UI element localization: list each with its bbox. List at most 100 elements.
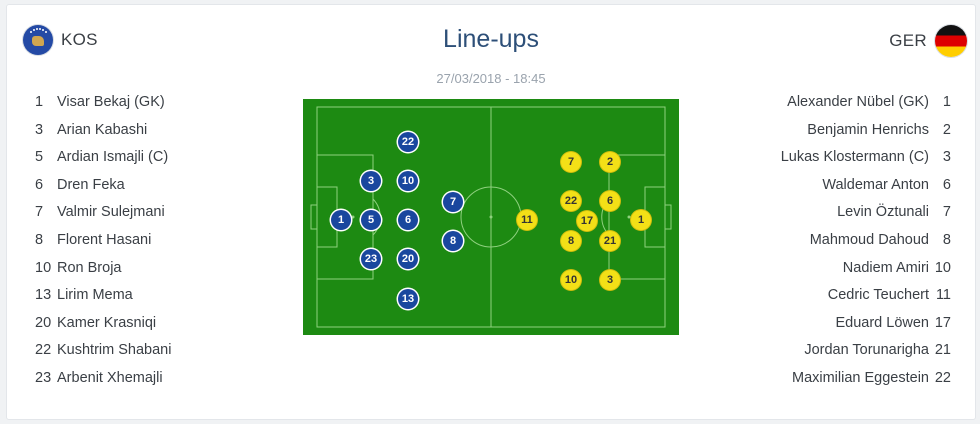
away-player-row[interactable]: Cedric Teuchert 11 [691,282,951,310]
away-player-marker[interactable]: 6 [600,191,620,211]
player-number: 8 [35,231,44,248]
away-player-row[interactable]: Waldemar Anton 6 [691,172,951,200]
home-player-row[interactable]: 22 Kushtrim Shabani [35,337,275,365]
player-number: 7 [35,204,44,221]
home-lineup-list: 1 Visar Bekaj (GK) 3 Arian Kabashi 5 Ardian I… [35,89,275,393]
away-player-row[interactable]: Levin Öztunali 7 [691,199,951,227]
home-player-marker[interactable]: 22 [398,132,418,152]
player-name: Kamer Krasniqi [57,314,157,331]
lineups-card: KOS Line-ups 27/03/2018 - 18:45 GER 1 Vis… [6,4,976,420]
away-player-row[interactable]: Mahmoud Dahoud 8 [691,227,951,255]
player-number: 10 [934,259,951,276]
away-player-marker[interactable]: 10 [561,270,581,290]
player-number: 3 [942,149,951,166]
away-player-marker[interactable]: 8 [561,231,581,251]
home-player-marker[interactable]: 10 [398,171,418,191]
player-name: Valmir Sulejmani [57,204,165,221]
home-player-row[interactable]: 20 Kamer Krasniqi [35,310,275,338]
player-name: Dren Feka [57,176,125,193]
player-name: Benjamin Henrichs [807,121,929,138]
player-name: Lirim Mema [57,287,133,304]
home-player-row[interactable]: 3 Arian Kabashi [35,117,275,145]
kosovo-flag-icon [23,25,53,55]
away-player-row[interactable]: Eduard Löwen 17 [691,310,951,338]
home-player-row[interactable]: 6 Dren Feka [35,172,275,200]
away-player-row[interactable]: Alexander Nübel (GK) 1 [691,89,951,117]
player-name: Jordan Torunarigha [804,342,929,359]
away-player-marker[interactable]: 17 [577,211,597,231]
home-player-marker[interactable]: 6 [398,210,418,230]
home-player-row[interactable]: 7 Valmir Sulejmani [35,199,275,227]
away-player-marker[interactable]: 22 [561,191,581,211]
player-name: Alexander Nübel (GK) [787,94,929,110]
player-name: Eduard Löwen [835,314,929,331]
pitch-field [303,99,679,335]
player-number: 17 [934,314,951,331]
home-player-row[interactable]: 5 Ardian Ismajli (C) [35,144,275,172]
player-name: Ardian Ismajli (C) [57,149,169,166]
home-player-row[interactable]: 13 Lirim Mema [35,282,275,310]
home-team-header[interactable]: KOS [23,25,98,55]
player-number: 23 [35,369,52,386]
player-number: 20 [35,314,52,331]
home-player-marker[interactable]: 3 [361,171,381,191]
player-number: 22 [35,342,52,359]
player-name: Ron Broja [57,259,122,276]
home-player-marker[interactable]: 1 [331,210,351,230]
home-player-marker[interactable]: 13 [398,289,418,309]
away-player-marker[interactable]: 3 [600,270,620,290]
home-player-row[interactable]: 23 Arbenit Xhemajli [35,365,275,393]
match-datetime: 27/03/2018 - 18:45 [436,71,546,86]
away-player-row[interactable]: Benjamin Henrichs 2 [691,117,951,145]
away-player-row[interactable]: Nadiem Amiri 10 [691,255,951,283]
player-number: 3 [35,121,44,138]
player-name: Maximilian Eggestein [791,369,929,386]
home-player-marker[interactable]: 7 [443,192,463,212]
player-number: 13 [35,287,52,304]
player-number: 8 [942,231,951,248]
away-player-row[interactable]: Lukas Klostermann (C) 3 [691,144,951,172]
player-number: 21 [934,342,951,359]
away-player-marker[interactable]: 21 [600,231,620,251]
player-name: Kushtrim Shabani [57,342,172,359]
away-player-marker[interactable]: 2 [600,152,620,172]
player-name: Mahmoud Dahoud [809,231,929,248]
away-player-row[interactable]: Jordan Torunarigha 21 [691,337,951,365]
home-player-marker[interactable]: 23 [361,249,381,269]
away-player-row[interactable]: Maximilian Eggestein 22 [691,365,951,393]
player-number: 22 [934,369,951,386]
player-name: Visar Bekaj (GK) [57,94,165,110]
player-number: 10 [35,259,52,276]
away-player-marker[interactable]: 11 [517,210,537,230]
player-name: Levin Öztunali [837,204,929,221]
player-name: Cedric Teuchert [827,287,929,304]
player-name: Arian Kabashi [57,121,148,138]
home-player-marker[interactable]: 8 [443,231,463,251]
away-team-header[interactable]: GER [889,25,967,57]
germany-flag-icon [935,25,967,57]
home-player-row[interactable]: 1 Visar Bekaj (GK) [35,89,275,117]
player-number: 6 [35,176,44,193]
home-player-row[interactable]: 10 Ron Broja [35,255,275,283]
player-name: Arbenit Xhemajli [57,369,163,386]
away-player-marker[interactable]: 1 [631,210,651,230]
player-name: Lukas Klostermann (C) [780,149,929,166]
home-team-code: KOS [61,30,98,49]
page-title: Line-ups [443,25,539,53]
player-name: Waldemar Anton [822,176,929,193]
player-number: 2 [942,121,951,138]
player-number: 5 [35,149,44,166]
player-number: 7 [942,204,951,221]
away-player-marker[interactable]: 7 [561,152,581,172]
player-number: 6 [942,176,951,193]
player-number: 1 [35,94,44,110]
player-name: Nadiem Amiri [842,259,929,276]
away-team-code: GER [889,31,927,50]
player-number: 11 [935,287,951,304]
home-player-marker[interactable]: 5 [361,210,381,230]
home-player-marker[interactable]: 20 [398,249,418,269]
player-number: 1 [942,94,951,110]
